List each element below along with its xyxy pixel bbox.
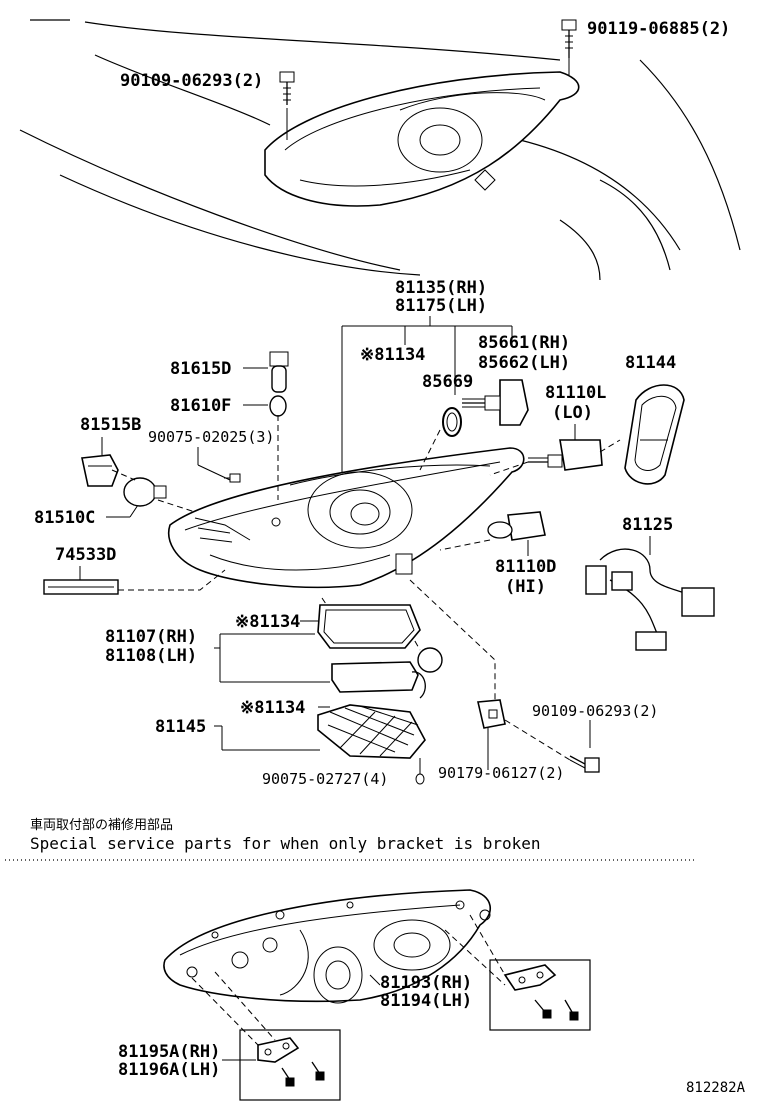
label-81110d: 81110D (495, 557, 556, 577)
label-81145: 81145 (155, 717, 206, 737)
reflector-74533d-icon (43, 579, 119, 595)
bulb-81610f-icon (269, 395, 287, 417)
label-85661-rh: 85661(RH) (478, 333, 570, 353)
label-81610f: 81610F (170, 396, 231, 416)
label-81125: 81125 (622, 515, 673, 535)
label-81194-lh: 81194(LH) (380, 991, 472, 1011)
label-81108-lh: 81108(LH) (105, 646, 197, 666)
bulb-lo-icon (528, 439, 603, 471)
diagram-code: 812282A (686, 1080, 746, 1096)
label-90109-06293-right: 90109-06293(2) (532, 702, 658, 720)
note-japanese: 車両取付部の補修用部品 (30, 818, 173, 833)
oring-85669-icon (442, 407, 462, 437)
screw-90075-02025-icon (224, 473, 241, 483)
installed-headlamp (264, 71, 580, 207)
bulb-81615d-icon (269, 351, 289, 393)
label-81193-rh: 81193(RH) (380, 973, 472, 993)
screw-81193-a-icon (534, 999, 552, 1019)
label-81110l: 81110L (545, 383, 606, 403)
bulb-hi-icon (487, 511, 546, 541)
label-81134-ballast: ※81134 (235, 612, 300, 632)
label-81196a-lh: 81196A(LH) (118, 1060, 220, 1080)
bolt-90109-right-icon (569, 755, 600, 773)
label-81134-cover: ※81134 (240, 698, 305, 718)
label-81195a-rh: 81195A(RH) (118, 1042, 220, 1062)
label-90179-06127: 90179-06127(2) (438, 764, 564, 782)
cover-81145-icon (317, 704, 426, 759)
bolt-top-right-icon (561, 19, 577, 58)
socket-81515b-icon (81, 454, 119, 487)
bolt-top-left-icon (279, 71, 295, 105)
wire-harness-81125-icon (585, 548, 715, 651)
label-81175-lh: 81175(LH) (395, 296, 487, 316)
vehicle-body-outline (19, 19, 741, 281)
bracket-81193-box (489, 959, 591, 1031)
screw-90075-02727-icon (415, 773, 425, 785)
bulb-81510c-icon (123, 477, 167, 507)
label-81134-lens: ※81134 (360, 345, 425, 365)
label-90075-02727: 90075-02727(4) (262, 770, 388, 788)
hid-lamp-85661-icon (462, 379, 529, 426)
ballast-unit-icon (331, 647, 443, 699)
headlamp-rear-view (163, 889, 491, 1004)
bracket-81195a-icon (257, 1037, 300, 1063)
label-81107-rh: 81107(RH) (105, 627, 197, 647)
label-90119-06885: 90119-06885(2) (587, 19, 730, 39)
label-90075-02025: 90075-02025(3) (148, 428, 274, 446)
label-hi: (HI) (505, 577, 546, 597)
label-81515b: 81515B (80, 415, 141, 435)
screw-81195a-a-icon (281, 1067, 295, 1087)
label-74533d: 74533D (55, 545, 116, 565)
label-81615d: 81615D (170, 359, 231, 379)
label-85662-lh: 85662(LH) (478, 353, 570, 373)
bracket-81193-icon (503, 964, 557, 991)
gasket-81134-icon (317, 604, 421, 649)
label-81510c: 81510C (34, 508, 95, 528)
cap-81144-icon (624, 384, 685, 485)
screw-81193-b-icon (564, 999, 579, 1021)
clip-90179-icon (477, 699, 506, 729)
label-90109-06293-top: 90109-06293(2) (120, 71, 263, 91)
label-81135-rh: 81135(RH) (395, 278, 487, 298)
screw-81195a-b-icon (311, 1061, 325, 1081)
label-85669: 85669 (422, 372, 473, 392)
note-english: Special service parts for when only brac… (30, 834, 541, 853)
headlamp-assembly (168, 447, 525, 589)
label-81144: 81144 (625, 353, 676, 373)
label-lo: (LO) (552, 403, 593, 423)
